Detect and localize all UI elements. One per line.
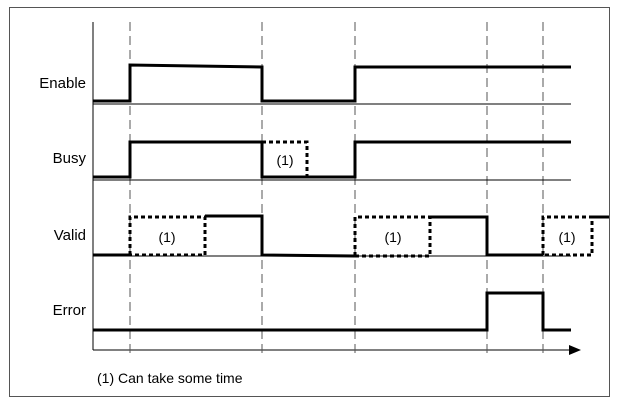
signal-label-busy: Busy: [53, 150, 87, 167]
valid-note: (1): [558, 229, 575, 245]
valid-note: (1): [384, 229, 401, 245]
busy-note: (1): [276, 152, 293, 168]
enable-waveform: [93, 63, 571, 103]
time-axis: [92, 22, 581, 355]
valid-note: (1): [158, 229, 175, 245]
signal-label-enable: Enable: [39, 75, 86, 92]
error-waveform: [93, 291, 571, 332]
signal-label-valid: Valid: [54, 227, 86, 244]
busy-waveform-segment: [260, 140, 571, 179]
signal-label-error: Error: [53, 302, 86, 319]
footnote: (1) Can take some time: [97, 370, 243, 386]
valid-waveform-segment: [205, 214, 356, 258]
diagram-frame: [9, 7, 610, 397]
axis-arrowhead: [569, 345, 581, 355]
valid-waveform-segment: [430, 215, 543, 257]
time-guides: [129, 22, 544, 357]
busy-uncertain-pulse: [262, 140, 309, 179]
busy-waveform-segment: [93, 140, 262, 179]
